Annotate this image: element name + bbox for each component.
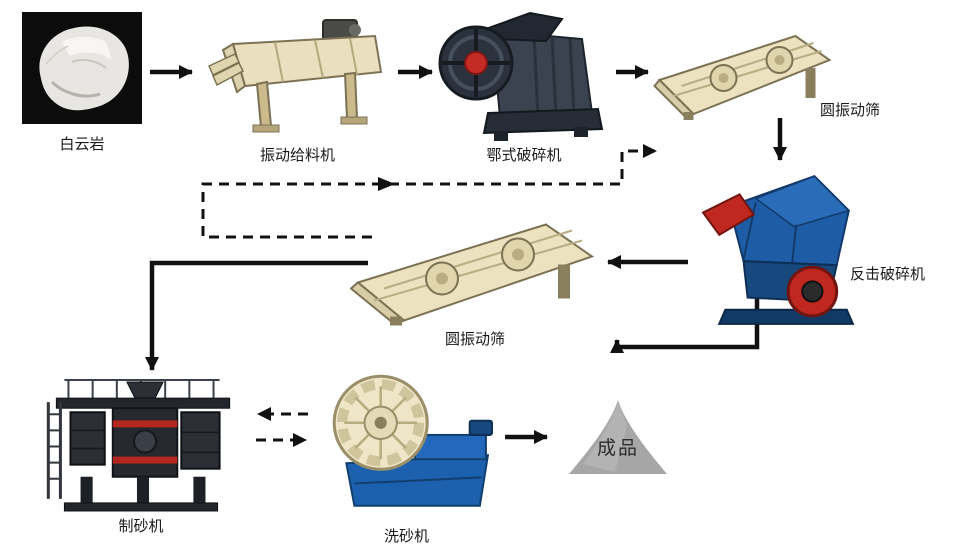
impact-crusher-label: 反击破碎机 — [850, 266, 926, 283]
arrow-screen-mid-to-sand-maker — [145, 260, 368, 371]
jaw-crusher-illustration — [433, 5, 615, 145]
sand-washer-illustration — [318, 370, 495, 512]
impact-crusher-illustration — [695, 168, 867, 330]
vibrating-screen-top-illustration — [652, 22, 840, 122]
vibrating-screen-mid-illustration — [350, 212, 600, 328]
screen-mid-label: 圆振动筛 — [444, 331, 505, 348]
finished-product-pile — [563, 396, 673, 478]
feeder-label: 振动给料机 — [259, 147, 335, 164]
dashed-loop-direction-arrowhead — [378, 177, 395, 191]
sand-maker-illustration — [40, 378, 242, 514]
sand-maker-label: 制砂机 — [118, 518, 164, 535]
vibrating-feeder-illustration — [205, 14, 390, 139]
product-label: 成品 — [596, 438, 639, 459]
screen-top-label: 圆振动筛 — [820, 102, 881, 119]
dolomite-photo — [22, 12, 142, 124]
dolomite-label: 白云岩 — [59, 136, 105, 153]
jaw-crusher-label: 鄂式破碎机 — [486, 147, 562, 164]
sand-washer-label: 洗砂机 — [383, 528, 429, 545]
